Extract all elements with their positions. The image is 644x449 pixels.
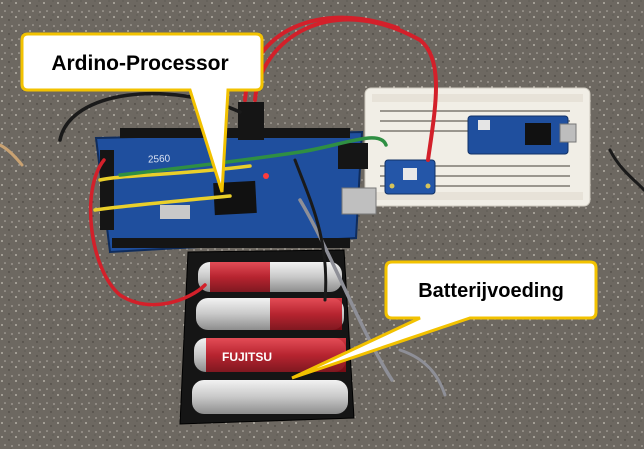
battery-holder: FUJITSU	[179, 249, 355, 425]
battery-cell	[192, 380, 348, 414]
battery-cell	[196, 298, 344, 330]
battery-cell	[198, 262, 342, 292]
callout-processor: Ardino-Processor	[20, 32, 264, 193]
arduino-nano-board	[467, 115, 577, 155]
battery-brand-label: FUJITSU	[222, 350, 272, 364]
wires	[0, 15, 644, 397]
sensor-module	[384, 159, 436, 195]
header-pins	[238, 102, 264, 140]
board-model-label: 2560	[148, 153, 171, 165]
callout-processor-label: Ardino-Processor	[51, 52, 228, 75]
callout-battery: Batterijvoeding	[291, 260, 598, 380]
callout-battery-label: Batterijvoeding	[418, 280, 564, 302]
battery-cell: FUJITSU	[194, 338, 346, 372]
